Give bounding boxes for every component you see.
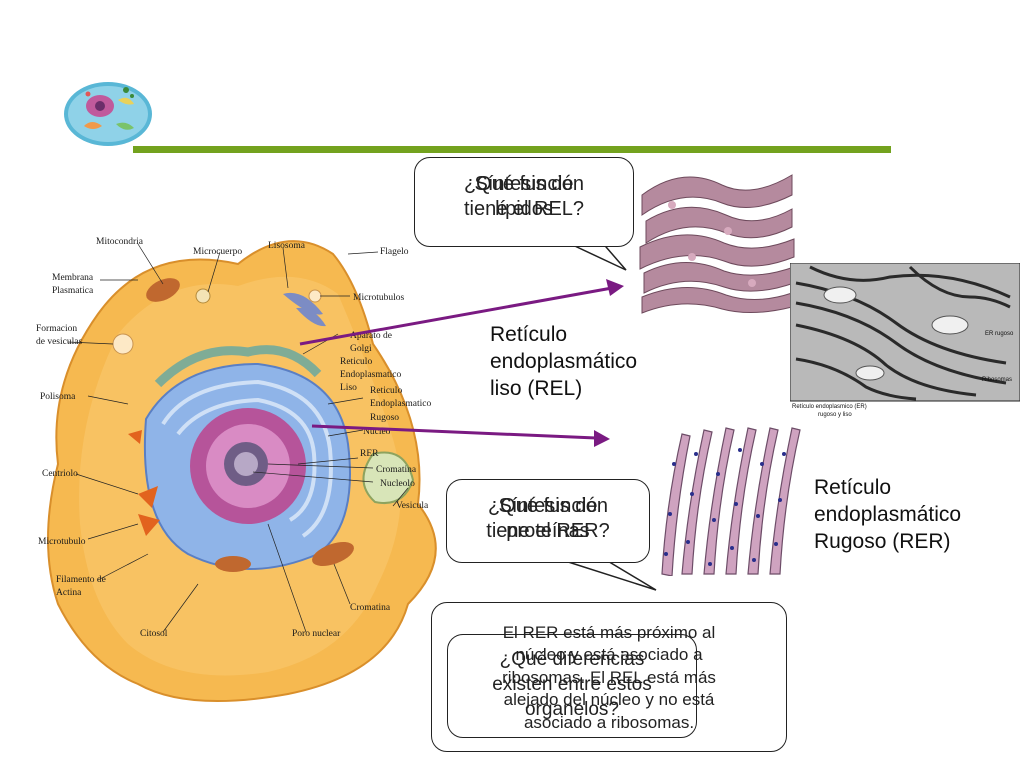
label-rer-line-2: endoplasmático [814, 503, 962, 526]
label-poro: Poro nuclear [292, 629, 341, 639]
bubble-diff-answer: El RER está más próximo al núcleo y está… [431, 602, 787, 752]
cell-thumbnail-icon [60, 70, 156, 150]
animal-cell-diagram: Mitocondria Microcuerpo Lisosoma Flagelo… [36, 237, 437, 703]
label-flagelo: Flagelo [380, 247, 409, 257]
label-polisoma: Polisoma [40, 392, 76, 402]
label-lisosoma: Lisosoma [268, 241, 306, 251]
label-rer-small: RER [360, 449, 379, 459]
label-formacion-1: Formacion [36, 324, 77, 334]
label-microtubulos: Microtubulos [353, 293, 404, 303]
label-microtubulo: Microtubulo [38, 537, 86, 547]
label-rel-line-3: liso (REL) [490, 377, 583, 400]
label-aparato-1: Aparato de [350, 331, 392, 341]
label-membrana-1: Membrana [52, 273, 94, 283]
label-mitocondria: Mitocondria [96, 237, 144, 247]
micrograph-label-er-rugoso: ER rugoso [985, 331, 1014, 337]
label-filamento-2: Actina [56, 588, 82, 598]
label-rer-line-3: Rugoso (RER) [814, 530, 951, 553]
label-cromatina-2: Cromatina [350, 603, 391, 613]
label-nucleolo: Nucleolo [380, 479, 415, 489]
bubble-rer-answer: Síntesis de proteínas [498, 495, 598, 542]
label-rel-line-2: endoplasmático [490, 350, 638, 373]
bubble-rel-question: ¿Qué función tiene el REL? [463, 173, 585, 220]
label-rer: Retículo endoplasmático Rugoso (RER) [814, 474, 961, 555]
label-vesicula: Vesicula [396, 501, 429, 511]
micrograph-caption-2: rugoso y liso [818, 412, 852, 418]
bubble-rer-tail [561, 559, 657, 591]
label-ret-rug-1: Reticulo [370, 386, 402, 396]
label-microcuerpo: Microcuerpo [193, 247, 242, 257]
label-rer-line-1: Retículo [814, 476, 892, 499]
bubble-rer-question: ¿Qué función tiene el RER? [486, 495, 610, 542]
label-filamento-1: Filamento de [56, 575, 106, 585]
label-formacion-2: de vesiculas [36, 337, 82, 347]
er-micrograph: ER rugoso Ribosomas Retículo endoplasmic… [790, 263, 1020, 418]
label-centriolo: Centriolo [42, 469, 78, 479]
micrograph-caption-1: Retículo endoplasmico (ER) [792, 404, 867, 410]
label-membrana-2: Plasmatica [52, 286, 94, 296]
micrograph-label-ribosomas: Ribosomas [982, 377, 1012, 383]
bubble-rer: ¿Qué función tiene el RER? Síntesis de p… [446, 479, 650, 563]
label-ret-liso-2: Endoplasmatico [340, 370, 401, 380]
arrow-head-rel [606, 279, 624, 296]
arrow-head-rer [594, 430, 610, 447]
bubble-rel-tail [561, 239, 627, 271]
label-ret-rug-3: Rugoso [370, 413, 399, 423]
rel-image [632, 165, 802, 317]
label-nucleo: Nucleo [363, 427, 391, 437]
header-divider [133, 146, 891, 153]
label-citosol: Citosol [140, 629, 168, 639]
rer-image [652, 424, 810, 576]
label-rel-line-1: Retículo [490, 323, 568, 346]
label-ret-liso-1: Reticulo [340, 357, 372, 367]
bubble-rel: ¿Qué función tiene el REL? Síntesis de l… [414, 157, 634, 247]
label-cromatina: Cromatina [376, 465, 417, 475]
bubble-rel-answer: Síntesis de lípidos [474, 173, 574, 220]
bubble-diff-question: ¿Qué diferencias existen entre estos org… [447, 634, 697, 738]
label-ret-liso-3: Liso [340, 383, 357, 393]
label-aparato-2: Golgi [350, 344, 372, 354]
label-ret-rug-2: Endoplasmatico [370, 399, 431, 409]
label-rel: Retículo endoplasmático liso (REL) [490, 321, 637, 402]
